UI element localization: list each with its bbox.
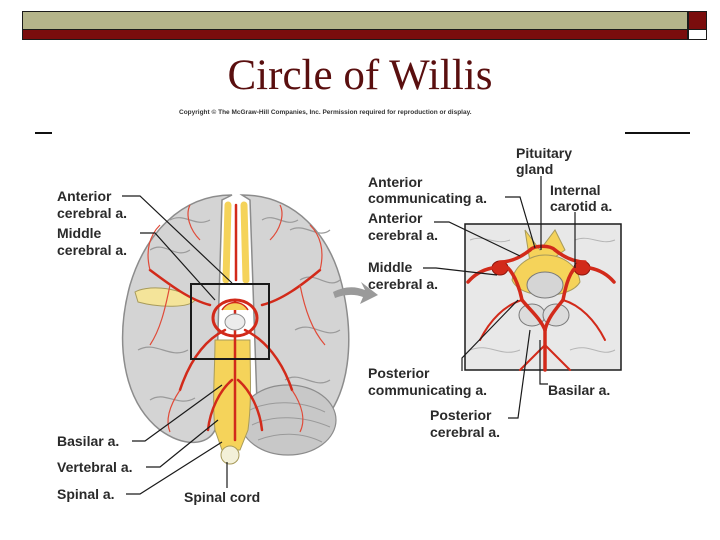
enlarged-inset (464, 223, 622, 372)
label-pituitary-1: Pituitary (516, 145, 572, 161)
magnify-arrow (333, 282, 378, 304)
label-posterior-communicating-1: Posterior (368, 365, 430, 381)
copyright-notice: Copyright © The McGraw-Hill Companies, I… (179, 109, 472, 116)
header-square-bottom (688, 29, 707, 40)
label-posterior-communicating-2: communicating a. (368, 382, 487, 398)
label-posterior-cerebral-2: cerebral a. (430, 424, 500, 440)
label-spinal-left: Spinal a. (57, 486, 115, 502)
label-anterior-communicating-1: Anterior (368, 174, 423, 190)
label-basilar-right: Basilar a. (548, 382, 610, 398)
labels-right: Pituitary gland Anterior communicating a… (368, 145, 612, 440)
label-middle-cerebral-right-1: Middle (368, 259, 413, 275)
label-anterior-communicating-2: communicating a. (368, 190, 487, 206)
label-spinal-cord: Spinal cord (184, 489, 260, 505)
label-anterior-cerebral-right-2: cerebral a. (368, 227, 438, 243)
brain-illustration (121, 194, 350, 465)
header-bar-bottom (22, 29, 688, 40)
label-middle-cerebral-left-1: Middle (57, 225, 102, 241)
label-pituitary-2: gland (516, 161, 553, 177)
label-middle-cerebral-left-2: cerebral a. (57, 242, 127, 258)
divider-left (35, 132, 52, 134)
label-middle-cerebral-right-2: cerebral a. (368, 276, 438, 292)
slide-title: Circle of Willis (227, 52, 493, 99)
label-basilar-left: Basilar a. (57, 433, 119, 449)
label-anterior-cerebral-right-1: Anterior (368, 210, 423, 226)
labels-left: Anterior cerebral a. Middle cerebral a. … (57, 188, 260, 505)
label-posterior-cerebral-1: Posterior (430, 407, 492, 423)
divider-right (625, 132, 690, 134)
label-anterior-cerebral-left-2: cerebral a. (57, 205, 127, 221)
label-anterior-cerebral-left-1: Anterior (57, 188, 112, 204)
label-internal-carotid-1: Internal (550, 182, 601, 198)
label-vertebral-left: Vertebral a. (57, 459, 133, 475)
label-internal-carotid-2: carotid a. (550, 198, 612, 214)
